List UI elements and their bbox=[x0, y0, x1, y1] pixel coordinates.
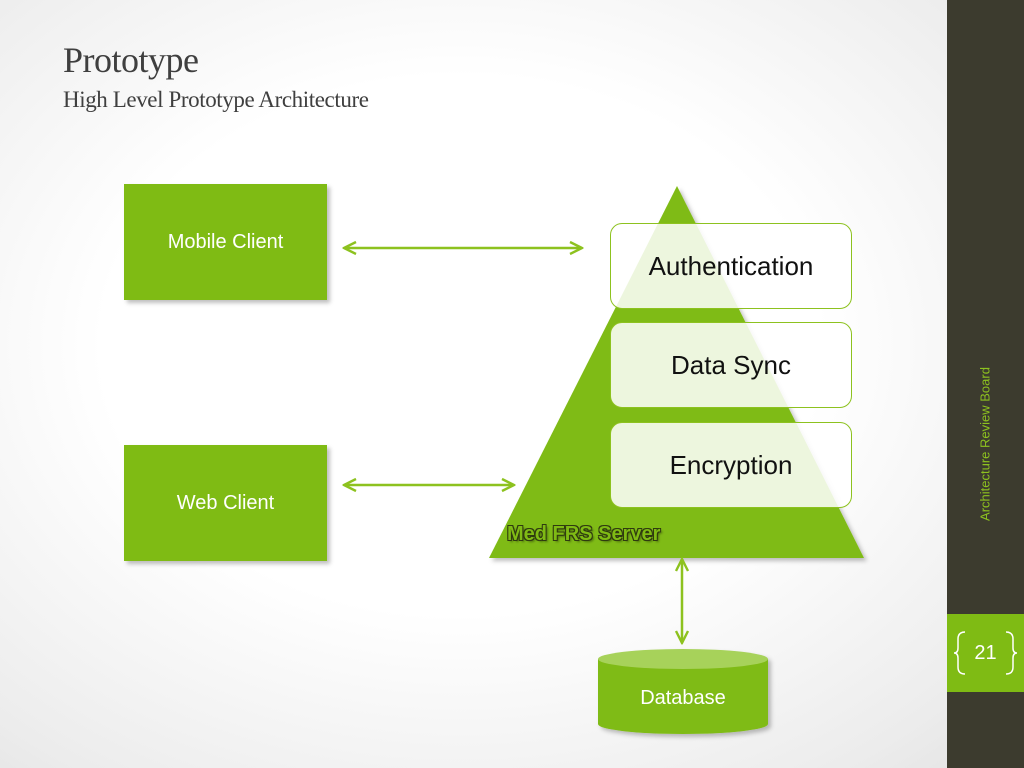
web-client-box: Web Client bbox=[124, 445, 327, 561]
encryption-label: Encryption bbox=[669, 449, 793, 480]
authentication-label: Authentication bbox=[648, 250, 814, 281]
web-client-label: Web Client bbox=[176, 491, 275, 514]
database-cylinder bbox=[598, 649, 768, 734]
slide-subtitle: High Level Prototype Architecture bbox=[63, 87, 369, 112]
encryption-layer: Encryption bbox=[610, 422, 852, 508]
data-sync-label: Data Sync bbox=[671, 349, 791, 380]
database-label: Database bbox=[640, 686, 726, 709]
page-number-brackets-icon bbox=[953, 631, 1018, 675]
mobile-client-label: Mobile Client bbox=[167, 230, 284, 253]
sidebar-footer-text: Architecture Review Board bbox=[977, 367, 993, 521]
data-sync-layer: Data Sync bbox=[610, 322, 852, 408]
slide-title: Prototype bbox=[63, 40, 199, 80]
page-number: 21 bbox=[974, 641, 997, 664]
mobile-client-box: Mobile Client bbox=[124, 184, 327, 300]
server-label: Med FRS Server bbox=[507, 523, 661, 545]
page-number-block: 21 bbox=[947, 614, 1024, 692]
authentication-layer: Authentication bbox=[610, 223, 852, 309]
